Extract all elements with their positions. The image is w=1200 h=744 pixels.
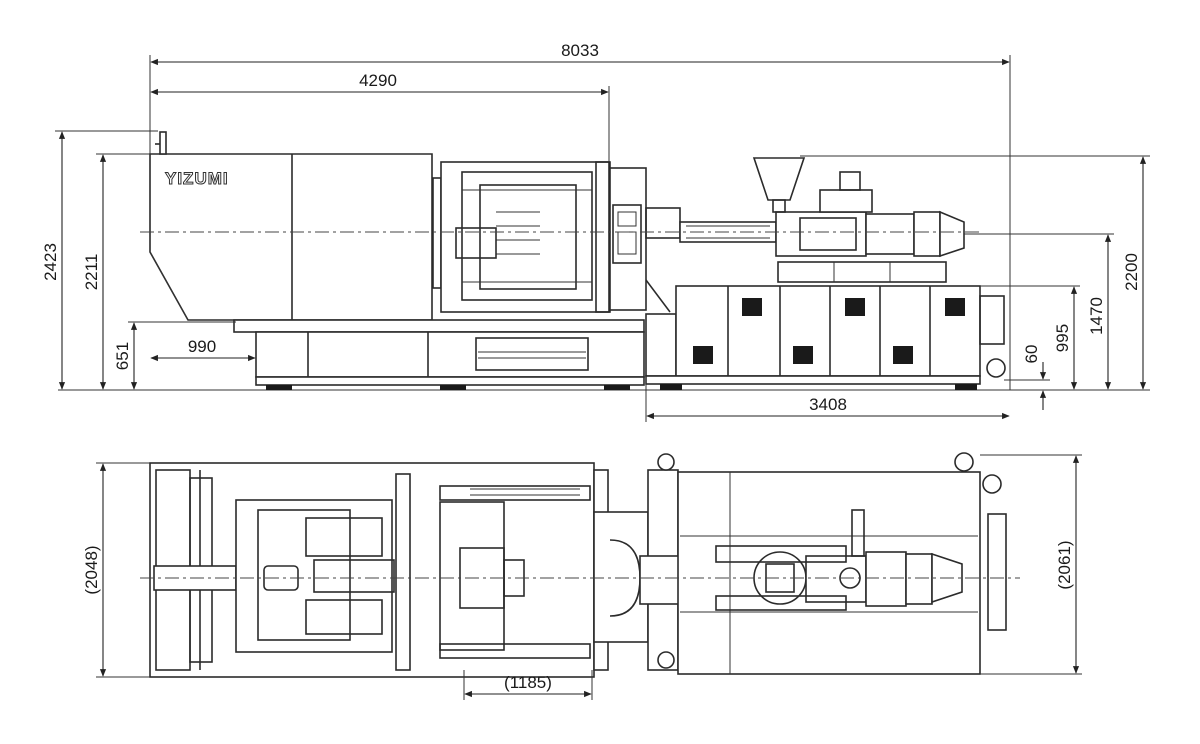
clamp-frame [440,161,611,313]
dim-injection-width: (2061) [980,454,1082,675]
dim-clamp-length: 4290 [150,71,610,162]
injection-base-label: 995 [1053,324,1072,352]
overall-length-label: 8033 [561,41,599,60]
dim-foot-height: 60 [1004,345,1050,410]
dim-nozzle-stroke: (1185) [463,670,593,700]
dim-offset-left: 990 [150,337,256,362]
injection-unit [645,157,965,283]
dim-overall-length: 8033 [149,41,1011,390]
dim-clamp-height: 2211 [82,153,150,390]
brand-logo: YIZUMI [165,169,229,188]
dim-injection-base: 995 [980,285,1080,390]
top-view: (2048) (2061) (1185) [82,452,1082,700]
side-view: YIZUMI [41,41,1150,422]
clamp-height-label: 2211 [82,254,101,291]
clamp-width-label: (2048) [82,545,101,594]
hopper-height-label: 2200 [1122,253,1141,291]
injection-top-label: 1470 [1087,297,1106,335]
clamp-base [233,319,645,390]
nozzle-stroke-label: (1185) [504,673,552,692]
injection-width-label: (2061) [1055,540,1074,589]
top-clamp-unit [149,462,609,678]
overall-height-label: 2423 [41,243,60,281]
foot-height-label: 60 [1022,345,1041,364]
dim-clamp-width: (2048) [82,462,150,678]
dim-base-height: 651 [113,321,236,390]
clamp-housing [149,131,442,321]
clamp-length-label: 4290 [359,71,397,90]
injection-length-label: 3408 [809,395,847,414]
control-panel [609,167,671,313]
dim-injection-top: 1470 [964,233,1114,390]
offset-left-label: 990 [188,337,216,356]
dim-overall-height: 2423 [41,130,158,390]
injection-base [645,285,1006,390]
dim-hopper-height: 2200 [800,155,1150,390]
base-height-label: 651 [113,342,132,370]
dim-injection-length: 3408 [645,376,1010,422]
